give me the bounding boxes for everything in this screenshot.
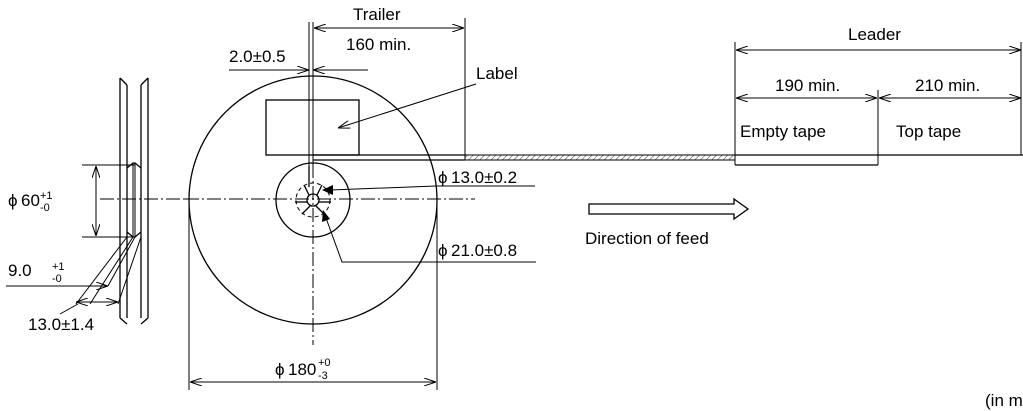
trailer-length: 160 min. bbox=[346, 35, 411, 54]
hub-inner-callout: ϕ 13.0±0.2 bbox=[322, 168, 535, 195]
reel-front-view bbox=[185, 75, 475, 345]
empty-tape-length: 190 min. bbox=[775, 76, 840, 95]
label-text: Label bbox=[476, 64, 518, 83]
reel-diameter-phi: ϕ bbox=[275, 360, 285, 379]
hub-inner-value: 13.0±0.2 bbox=[451, 168, 517, 187]
reel-width-value: 13.0±1.4 bbox=[28, 315, 94, 334]
top-tape-length: 210 min. bbox=[915, 76, 980, 95]
units-note: (in mm) bbox=[985, 391, 1023, 410]
label-callout: Label bbox=[338, 64, 518, 128]
trailer-dimension: Trailer 160 min. bbox=[314, 5, 466, 155]
flange-dimension: 2.0±0.5 bbox=[229, 47, 368, 70]
tape-width-value: 9.0 bbox=[8, 261, 32, 280]
hub-diameter-tol-minus: -0 bbox=[40, 202, 50, 214]
reel-side-view bbox=[100, 77, 185, 325]
tape-width-tol-minus: -0 bbox=[52, 273, 62, 285]
trailer-label: Trailer bbox=[353, 5, 401, 24]
tape-width-tol-plus: +1 bbox=[52, 261, 65, 273]
empty-tape-label: Empty tape bbox=[740, 122, 826, 141]
flange-value: 2.0±0.5 bbox=[229, 47, 286, 66]
hub-diameter-dimension: ϕ 60 +1 -0 bbox=[8, 164, 135, 238]
hub-diameter-phi: ϕ bbox=[8, 191, 18, 210]
hub-outer-value: 21.0±0.8 bbox=[451, 241, 517, 260]
reel-diameter-tol-minus: -3 bbox=[318, 370, 328, 382]
hub-inner-phi: ϕ bbox=[438, 168, 448, 187]
leader-label: Leader bbox=[848, 25, 901, 44]
tape-path bbox=[308, 22, 1023, 187]
hub-outer-callout: ϕ 21.0±0.8 bbox=[322, 210, 536, 263]
feed-direction-label: Direction of feed bbox=[585, 229, 709, 248]
hub-outer-phi: ϕ bbox=[438, 241, 448, 260]
hub-diameter-tol-plus: +1 bbox=[40, 190, 53, 202]
top-tape-label: Top tape bbox=[896, 122, 961, 141]
reel-diameter-value: 180 bbox=[288, 360, 316, 379]
feed-direction: Direction of feed bbox=[585, 197, 750, 248]
hub-diameter-value: 60 bbox=[21, 191, 40, 210]
reel-diameter-dimension: ϕ 180 +0 -3 bbox=[188, 200, 438, 390]
width-dimensions: 9.0 +1 -0 13.0±1.4 bbox=[6, 236, 142, 334]
leader-dimension: Leader 190 min. 210 min. Empty tape Top … bbox=[734, 25, 1022, 165]
reel-diameter-tol-plus: +0 bbox=[318, 357, 331, 369]
